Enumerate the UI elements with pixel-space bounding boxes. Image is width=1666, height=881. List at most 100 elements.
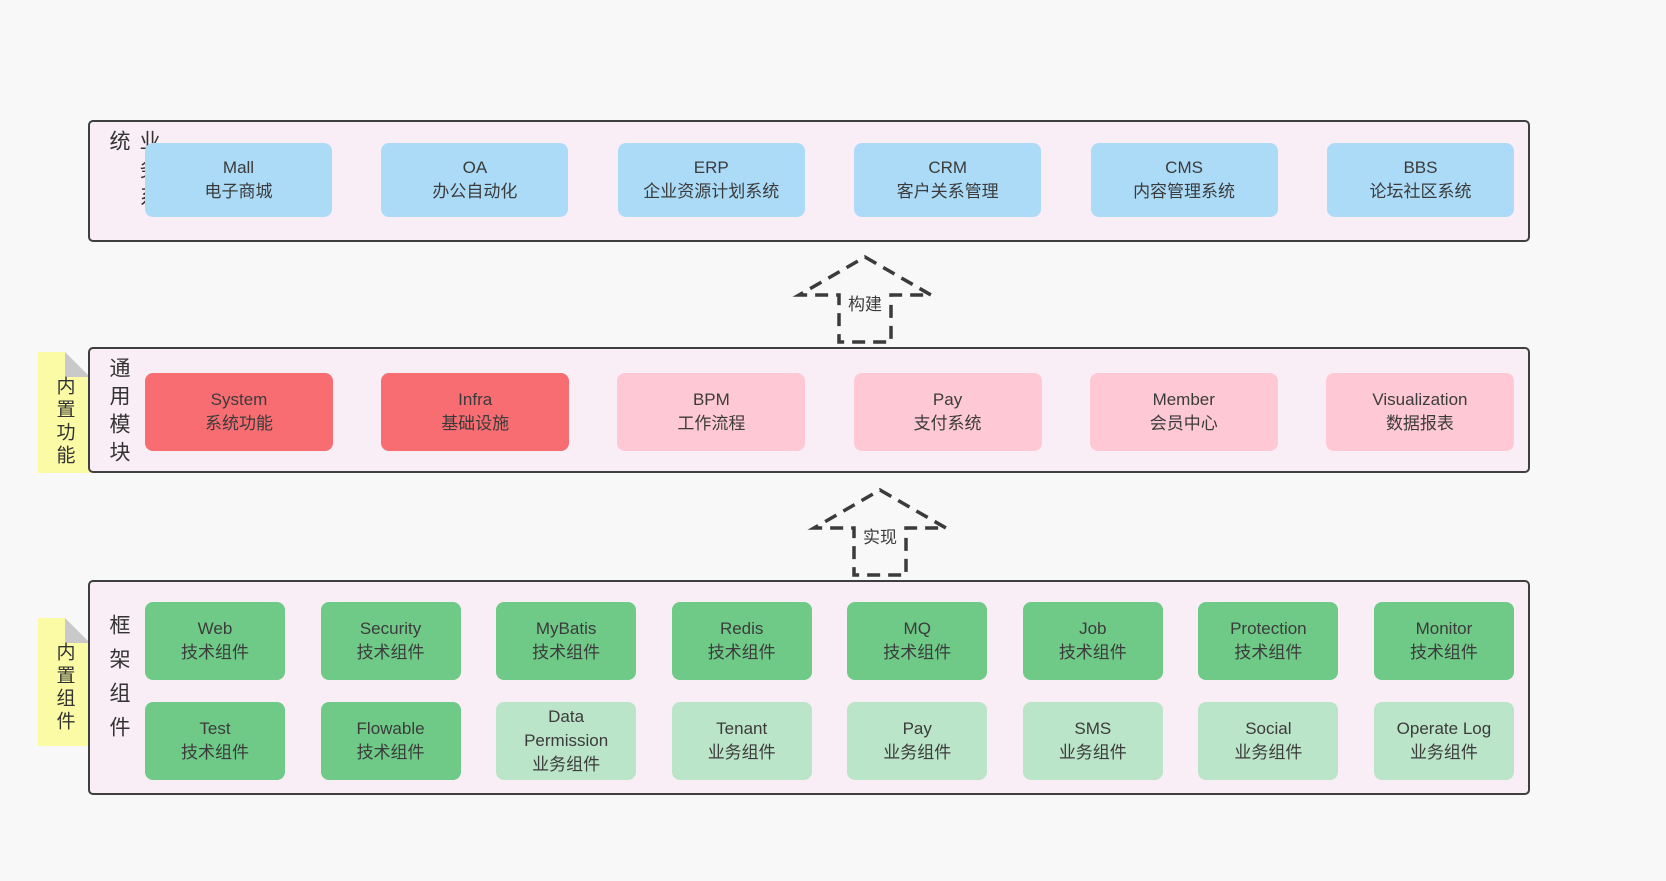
box-subtitle: 技术组件 (181, 743, 249, 762)
sticky-note-built-in-components: 内置组件 (38, 618, 90, 746)
box-subtitle: 技术组件 (532, 643, 601, 662)
box-title: Flowable (356, 719, 425, 739)
box-title: Social (1245, 719, 1292, 739)
box-title: Tenant (716, 719, 768, 739)
box-title: Operate Log (1396, 719, 1492, 739)
box-title: ERP (693, 158, 729, 178)
arrow-label: 实现 (858, 521, 902, 550)
arrow-label: 构建 (843, 288, 887, 317)
box-visualization: Visualization 数据报表 (1325, 373, 1514, 451)
box-title: Redis (719, 619, 764, 639)
box-title: BPM (692, 390, 730, 410)
box-subtitle: 技术组件 (356, 743, 425, 762)
box-title: Data Permission (524, 707, 609, 751)
box-title: Mall (222, 158, 255, 178)
box-title: Pay (902, 719, 932, 739)
box-erp: ERP 企业资源计划系统 (617, 143, 805, 217)
band-framework-components: 框架组件 Web 技术组件 Security 技术组件 MyBatis 技术组件… (88, 580, 1530, 795)
box-test: Test 技术组件 (145, 702, 285, 780)
box-sms: SMS 业务组件 (1022, 702, 1163, 780)
box-oa: OA 办公自动化 (381, 143, 569, 217)
box-bpm: BPM 工作流程 (617, 373, 806, 451)
framework-box-row-1: Web 技术组件 Security 技术组件 MyBatis 技术组件 Redi… (145, 602, 1514, 680)
box-crm: CRM 客户关系管理 (854, 143, 1042, 217)
box-tenant: Tenant 业务组件 (671, 702, 812, 780)
box-subtitle: 业务组件 (532, 754, 601, 774)
box-subtitle: 技术组件 (1409, 643, 1478, 662)
box-subtitle: 企业资源计划系统 (643, 182, 780, 201)
box-job: Job 技术组件 (1022, 602, 1163, 680)
box-operate-log: Operate Log 业务组件 (1373, 702, 1514, 780)
folded-corner-icon (65, 618, 90, 643)
box-title: Visualization (1372, 390, 1468, 410)
box-subtitle: 数据报表 (1385, 414, 1454, 433)
box-mq: MQ 技术组件 (847, 602, 988, 680)
box-subtitle: 业务组件 (1058, 743, 1127, 762)
box-web: Web 技术组件 (145, 602, 285, 680)
box-mybatis: MyBatis 技术组件 (496, 602, 637, 680)
box-subtitle: 支付系统 (913, 414, 982, 433)
sticky-note-label: 内置功能 (53, 376, 75, 468)
box-subtitle: 内容管理系统 (1133, 182, 1236, 201)
box-title: Infra (458, 390, 493, 410)
box-title: System (210, 390, 268, 410)
box-subtitle: 基础设施 (441, 414, 510, 433)
box-title: Security (359, 619, 422, 639)
folded-corner-icon (65, 352, 90, 377)
box-redis: Redis 技术组件 (671, 602, 812, 680)
box-subtitle: 客户关系管理 (896, 182, 999, 201)
box-subtitle: 业务组件 (707, 743, 776, 762)
box-cms: CMS 内容管理系统 (1090, 143, 1278, 217)
box-subtitle: 技术组件 (1058, 643, 1127, 662)
sticky-note-label: 内置组件 (53, 642, 75, 734)
box-title: BBS (1403, 158, 1438, 178)
box-title: CRM (928, 158, 968, 178)
box-title: Web (197, 619, 233, 639)
box-subtitle: 技术组件 (1234, 643, 1303, 662)
box-title: Job (1079, 619, 1107, 639)
band-label: 框架组件 (107, 614, 130, 750)
sticky-note-built-in-features: 内置功能 (38, 352, 90, 473)
box-subtitle: 技术组件 (356, 643, 425, 662)
box-protection: Protection 技术组件 (1198, 602, 1339, 680)
arrow-build: 构建 (785, 254, 945, 346)
box-subtitle: 技术组件 (181, 643, 249, 662)
up-arrow-icon (792, 254, 938, 344)
box-security: Security 技术组件 (320, 602, 461, 680)
box-subtitle: 论坛社区系统 (1369, 182, 1472, 201)
box-title: Monitor (1415, 619, 1473, 639)
box-subtitle: 会员中心 (1149, 414, 1218, 433)
box-subtitle: 系统功能 (205, 414, 273, 433)
box-title: CMS (1165, 158, 1203, 178)
box-title: Member (1152, 390, 1215, 410)
box-infra: Infra 基础设施 (381, 373, 570, 451)
box-title: MyBatis (535, 619, 597, 639)
arrow-implement: 实现 (800, 487, 960, 579)
box-pay-module: Pay 支付系统 (853, 373, 1042, 451)
band-label: 通用模块 (107, 357, 130, 469)
band-business-systems: 业务系统 Mall 电子商城 OA 办公自动化 ERP 企业资源计划系统 CRM… (88, 120, 1530, 242)
box-subtitle: 技术组件 (707, 643, 776, 662)
box-data-permission: Data Permission 业务组件 (496, 702, 637, 780)
box-subtitle: 办公自动化 (432, 182, 518, 201)
box-pay-component: Pay 业务组件 (847, 702, 988, 780)
box-social: Social 业务组件 (1198, 702, 1339, 780)
box-title: MQ (903, 619, 931, 639)
box-mall: Mall 电子商城 (145, 143, 332, 217)
box-subtitle: 电子商城 (204, 182, 273, 201)
up-arrow-icon (807, 487, 953, 577)
box-member: Member 会员中心 (1089, 373, 1278, 451)
box-flowable: Flowable 技术组件 (320, 702, 461, 780)
box-subtitle: 技术组件 (883, 643, 952, 662)
box-subtitle: 工作流程 (677, 414, 746, 433)
box-system: System 系统功能 (145, 373, 333, 451)
box-title: Pay (932, 390, 963, 410)
box-title: Protection (1230, 619, 1307, 639)
box-title: SMS (1074, 719, 1112, 739)
band-common-modules: 通用模块 System 系统功能 Infra 基础设施 BPM 工作流程 Pay… (88, 347, 1530, 473)
framework-box-row-2: Test 技术组件 Flowable 技术组件 Data Permission … (145, 702, 1514, 780)
box-subtitle: 业务组件 (1234, 743, 1303, 762)
box-bbs: BBS 论坛社区系统 (1326, 143, 1514, 217)
business-box-row: Mall 电子商城 OA 办公自动化 ERP 企业资源计划系统 CRM 客户关系… (145, 143, 1514, 217)
